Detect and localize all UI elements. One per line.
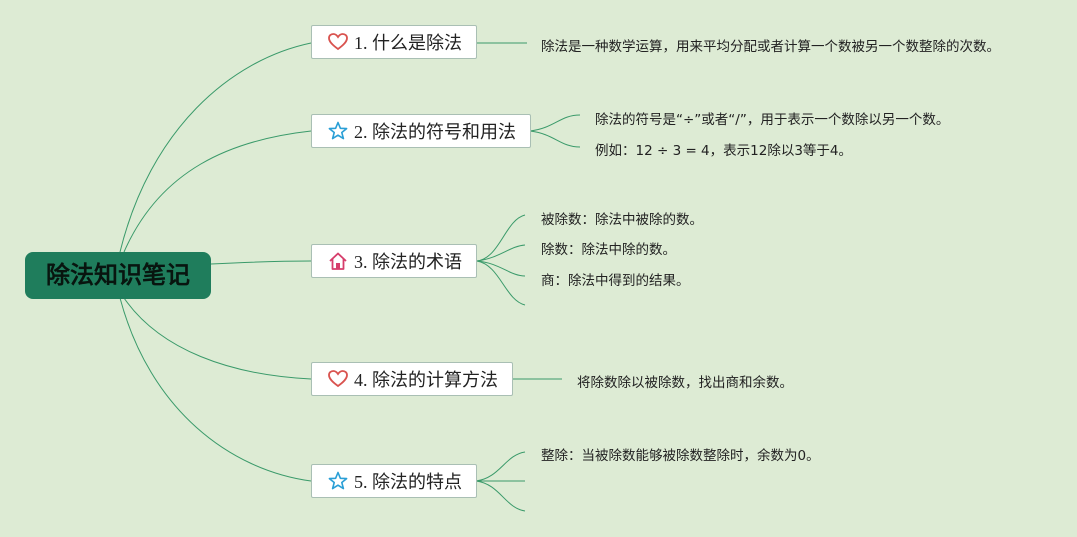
branch-3[interactable]: 3. 除法的术语	[311, 244, 477, 278]
leaf-5-1: 整除：当被除数能够被除数整除时，余数为0。	[541, 448, 820, 464]
branch-4[interactable]: 4. 除法的计算方法	[311, 362, 513, 396]
root-topic[interactable]: 除法知识笔记	[25, 252, 211, 299]
leaf-3-1: 被除数：除法中被除的数。	[541, 212, 703, 228]
branch-5[interactable]: 5. 除法的特点	[311, 464, 477, 498]
branch-label: 2. 除法的符号和用法	[354, 122, 516, 142]
leaf-3-2: 除数：除法中除的数。	[541, 242, 676, 258]
leaf-4-1: 将除数除以被除数，找出商和余数。	[577, 375, 793, 391]
branch-1[interactable]: 1. 什么是除法	[311, 25, 477, 59]
branch-label: 3. 除法的术语	[354, 252, 462, 272]
leaf-2-1: 除法的符号是“÷”或者“/”，用于表示一个数除以另一个数。	[595, 112, 950, 128]
branch-2[interactable]: 2. 除法的符号和用法	[311, 114, 531, 148]
heart-icon	[328, 32, 348, 52]
branch-label: 4. 除法的计算方法	[354, 370, 498, 390]
root-title: 除法知识笔记	[46, 261, 190, 289]
star-icon	[328, 471, 348, 491]
house-icon	[328, 251, 348, 271]
branch-label: 5. 除法的特点	[354, 472, 462, 492]
star-icon	[328, 121, 348, 141]
branch-label: 1. 什么是除法	[354, 33, 462, 53]
leaf-3-3: 商：除法中得到的结果。	[541, 273, 690, 289]
leaf-2-2: 例如：12 ÷ 3 = 4，表示12除以3等于4。	[595, 143, 853, 159]
leaf-1-1: 除法是一种数学运算，用来平均分配或者计算一个数被另一个数整除的次数。	[541, 39, 1000, 55]
heart-icon	[328, 369, 348, 389]
